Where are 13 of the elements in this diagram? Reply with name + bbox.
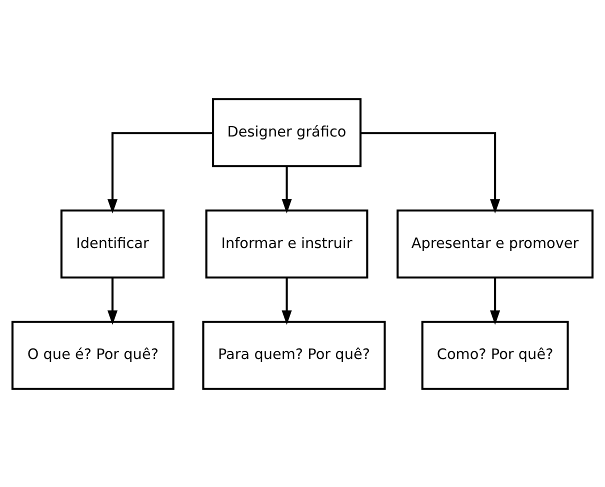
arrow: [282, 166, 292, 214]
node-box: Informar e instruir: [205, 208, 368, 278]
node-box: O que é? Por quê?: [11, 320, 174, 390]
arrow: [490, 277, 500, 324]
node-box: Identificar: [60, 208, 165, 278]
node-box: Designer gráfico: [212, 98, 362, 167]
node-box: Apresentar e promover: [396, 208, 594, 278]
arrow: [282, 277, 292, 324]
arrow: [360, 132, 500, 214]
arrow: [107, 132, 213, 214]
node-box: Como? Por quê?: [421, 320, 569, 390]
node-box: Para quem? Por quê?: [202, 320, 386, 390]
arrow: [107, 277, 118, 324]
